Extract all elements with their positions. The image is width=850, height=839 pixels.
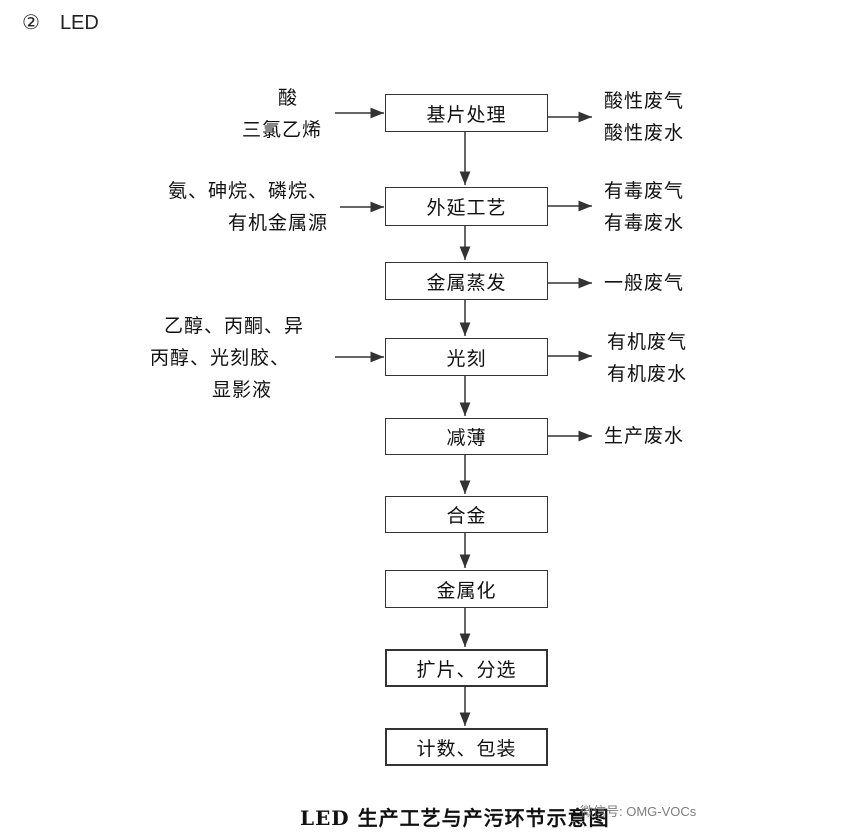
output-line: 生产废水	[604, 425, 685, 447]
section-number: ②	[22, 12, 40, 34]
process-label: 减薄	[446, 427, 487, 449]
process-label: 基片处理	[426, 103, 507, 126]
process-box-substrate: 基片处理	[385, 94, 548, 132]
input-line: 显影液	[212, 379, 273, 401]
outputs-epitaxy: 有毒废气 有毒废水	[604, 175, 684, 239]
input-line: 乙醇、丙酮、异	[164, 315, 305, 337]
inputs-epitaxy: 氨、砷烷、磷烷、 有机金属源	[120, 175, 328, 239]
figure-caption: LED 生产工艺与产污环节示意图	[300, 806, 610, 830]
process-box-expand-sort: 扩片、分选	[385, 649, 548, 687]
process-box-metallization: 金属化	[385, 570, 548, 608]
process-label: 外延工艺	[426, 197, 507, 219]
input-line: 丙醇、光刻胶、	[150, 347, 291, 369]
inputs-lithography: 乙醇、丙酮、异 丙醇、光刻胶、 显影液	[150, 310, 328, 406]
process-box-lithography: 光刻	[385, 338, 548, 376]
process-label: 金属化	[436, 579, 497, 602]
output-line: 有机废水	[607, 363, 688, 385]
output-line: 有机废气	[607, 331, 688, 353]
process-box-thinning: 减薄	[385, 418, 548, 455]
output-line: 有毒废气	[604, 180, 685, 202]
output-line: 一般废气	[604, 272, 685, 294]
outputs-lithography: 有机废气 有机废水	[607, 326, 687, 390]
outputs-substrate: 酸性废气 酸性废水	[604, 85, 684, 149]
process-box-count-package: 计数、包装	[385, 728, 548, 766]
input-line: 三氯乙烯	[241, 119, 322, 141]
section-heading: ② LED	[22, 10, 99, 35]
section-title: LED	[59, 12, 99, 34]
input-line: 氨、砷烷、磷烷、	[167, 180, 328, 202]
process-label: 金属蒸发	[426, 271, 507, 294]
output-line: 有毒废水	[604, 212, 685, 234]
process-label: 光刻	[446, 347, 487, 370]
process-label: 计数、包装	[416, 737, 517, 760]
outputs-thinning: 生产废水	[604, 420, 684, 452]
process-label: 扩片、分选	[416, 658, 517, 681]
input-line: 酸	[277, 87, 298, 109]
input-line: 有机金属源	[227, 212, 328, 234]
process-label: 合金	[446, 505, 487, 527]
outputs-metal-evaporation: 一般废气	[604, 267, 684, 299]
process-box-alloy: 合金	[385, 496, 548, 533]
process-box-epitaxy: 外延工艺	[385, 187, 548, 226]
inputs-substrate: 酸 三氯乙烯	[200, 82, 322, 146]
process-box-metal-evaporation: 金属蒸发	[385, 262, 548, 300]
output-line: 酸性废水	[604, 122, 685, 144]
output-line: 酸性废气	[604, 90, 685, 112]
watermark: 微信号: OMG-VOCs	[580, 804, 697, 819]
